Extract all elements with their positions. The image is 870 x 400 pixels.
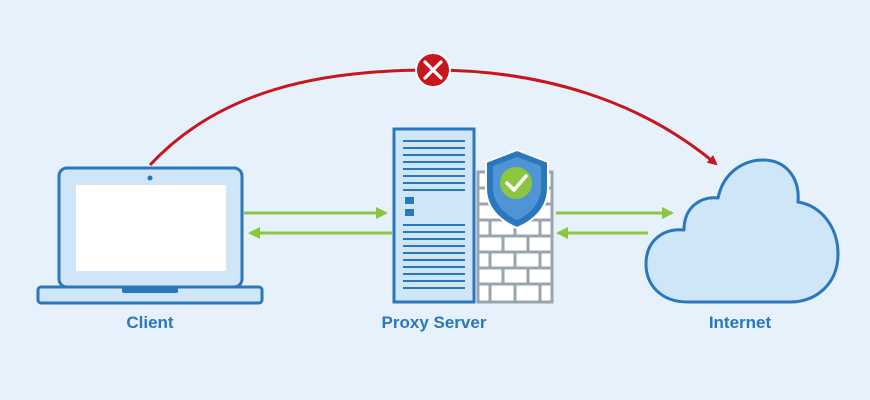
server-tower-icon: [392, 127, 476, 304]
cloud-icon: [644, 158, 840, 304]
x-circle-icon: [415, 52, 451, 88]
laptop-icon: [36, 166, 264, 305]
proxy-internet-arrows: [556, 207, 674, 239]
client-label: Client: [126, 313, 174, 332]
client-proxy-arrows: [244, 207, 392, 239]
proxy-server-label: Proxy Server: [381, 313, 487, 332]
internet-label: Internet: [708, 313, 772, 332]
shield-check-icon: [485, 148, 549, 230]
